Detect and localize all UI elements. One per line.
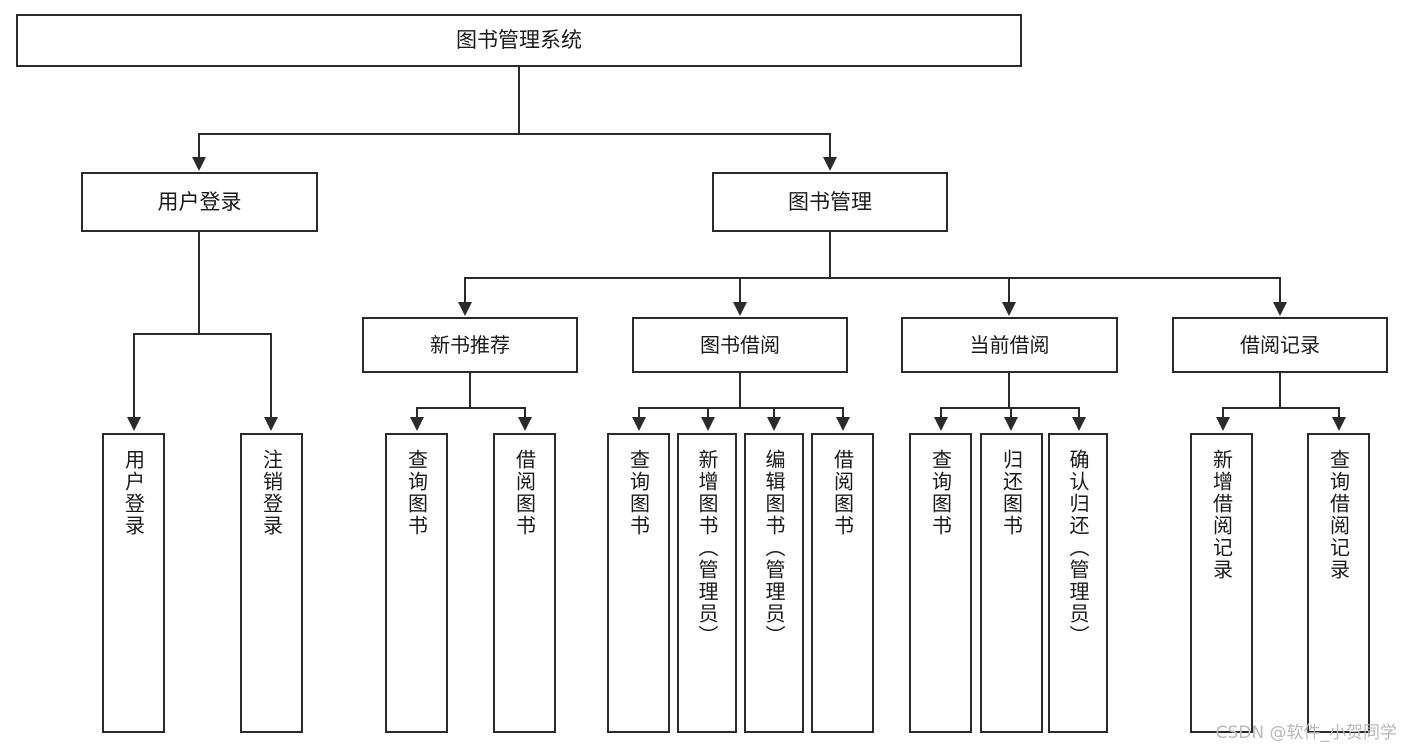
node-label: 图书借阅 xyxy=(700,332,780,357)
connector-nbr-child-2 xyxy=(524,407,526,418)
connector-bb-child-4 xyxy=(842,407,844,418)
node-label: 图书管理系统 xyxy=(456,28,582,53)
leaf-bb-edit-book-admin[interactable]: 编辑图书（管理员） xyxy=(744,433,804,733)
connector-to-leaf-user-login xyxy=(133,333,135,418)
connector-book-management-stem xyxy=(829,232,831,278)
connector-current-borrow-stem xyxy=(1008,373,1010,408)
connector-cb-child-2 xyxy=(1010,407,1012,418)
connector-br-child-1 xyxy=(1222,407,1224,418)
node-label: 借阅记录 xyxy=(1240,332,1320,357)
node-label: 用户登录 xyxy=(157,189,242,214)
arrowhead-nbr-child-2 xyxy=(518,417,532,431)
arrowhead-cb-child-3 xyxy=(1072,417,1086,431)
connector-new-book-recommend-stem xyxy=(469,373,471,408)
connector-book-borrow-bus xyxy=(638,407,844,409)
leaf-label: 借阅图书 xyxy=(830,449,855,537)
node-book-management[interactable]: 图书管理 xyxy=(712,172,948,232)
node-label: 当前借阅 xyxy=(969,332,1050,357)
arrowhead-borrow-record xyxy=(1273,302,1287,316)
arrowhead-current-borrow xyxy=(1002,302,1016,316)
leaf-label: 查询图书 xyxy=(626,449,651,537)
arrowhead-br-child-1 xyxy=(1216,417,1230,431)
connector-to-leaf-logout xyxy=(270,333,272,418)
leaf-br-add-record[interactable]: 新增借阅记录 xyxy=(1190,433,1253,733)
connector-to-new-book-recommend xyxy=(464,277,466,303)
arrowhead-bb-child-1 xyxy=(632,417,646,431)
arrowhead-new-book-recommend xyxy=(458,302,472,316)
leaf-cb-return-book[interactable]: 归还图书 xyxy=(980,433,1043,733)
connector-book-borrow-stem xyxy=(739,373,741,408)
leaf-label: 借阅图书 xyxy=(512,449,537,537)
arrowhead-cb-child-2 xyxy=(1004,417,1018,431)
node-user-login[interactable]: 用户登录 xyxy=(81,172,318,232)
connector-root-to-book-management xyxy=(829,133,831,158)
connector-cb-child-1 xyxy=(940,407,942,418)
connector-borrow-record-stem xyxy=(1279,373,1281,408)
connector-to-book-borrow xyxy=(739,277,741,303)
leaf-cb-query-book[interactable]: 查询图书 xyxy=(909,433,972,733)
connector-bb-child-2 xyxy=(707,407,709,418)
connector-to-borrow-record xyxy=(1279,277,1281,303)
node-new-book-recommend[interactable]: 新书推荐 xyxy=(362,317,578,373)
leaf-nbr-query-book[interactable]: 查询图书 xyxy=(385,433,448,733)
leaf-label: 用户登录 xyxy=(121,449,146,537)
leaf-label: 查询图书 xyxy=(404,449,429,537)
node-current-borrow[interactable]: 当前借阅 xyxy=(901,317,1118,373)
connector-bb-child-3 xyxy=(773,407,775,418)
connector-nbr-child-1 xyxy=(416,407,418,418)
arrowhead-bb-child-3 xyxy=(767,417,781,431)
arrowhead-user-login xyxy=(192,157,206,171)
arrowhead-bb-child-4 xyxy=(836,417,850,431)
leaf-label: 编辑图书（管理员） xyxy=(762,449,786,647)
leaf-br-query-record[interactable]: 查询借阅记录 xyxy=(1307,433,1370,733)
connector-new-book-recommend-bus xyxy=(416,407,526,409)
node-label: 新书推荐 xyxy=(430,332,510,357)
arrowhead-book-management xyxy=(823,157,837,171)
arrowhead-leaf-user-login xyxy=(127,417,141,431)
leaf-logout[interactable]: 注销登录 xyxy=(240,433,303,733)
leaf-bb-borrow-book[interactable]: 借阅图书 xyxy=(811,433,874,733)
arrowhead-br-child-2 xyxy=(1332,417,1346,431)
connector-to-current-borrow xyxy=(1008,277,1010,303)
leaf-label: 注销登录 xyxy=(259,449,284,537)
leaf-label: 查询借阅记录 xyxy=(1326,449,1351,581)
leaf-bb-add-book-admin[interactable]: 新增图书（管理员） xyxy=(677,433,737,733)
leaf-label: 查询图书 xyxy=(928,449,953,537)
connector-cb-child-3 xyxy=(1078,407,1080,418)
leaf-label: 确认归还（管理员） xyxy=(1066,449,1090,647)
connector-root-bus xyxy=(198,133,830,135)
connector-br-child-2 xyxy=(1338,407,1340,418)
arrowhead-leaf-logout xyxy=(264,417,278,431)
leaf-cb-confirm-return-admin[interactable]: 确认归还（管理员） xyxy=(1048,433,1108,733)
leaf-label: 归还图书 xyxy=(999,449,1024,537)
arrowhead-nbr-child-1 xyxy=(410,417,424,431)
node-root-book-management-system[interactable]: 图书管理系统 xyxy=(16,14,1022,67)
connector-user-login-bus xyxy=(133,333,272,335)
arrowhead-book-borrow xyxy=(733,302,747,316)
arrowhead-bb-child-2 xyxy=(701,417,715,431)
leaf-nbr-borrow-book[interactable]: 借阅图书 xyxy=(493,433,556,733)
arrowhead-cb-child-1 xyxy=(934,417,948,431)
leaf-bb-query-book[interactable]: 查询图书 xyxy=(607,433,670,733)
node-borrow-record[interactable]: 借阅记录 xyxy=(1172,317,1388,373)
connector-bb-child-1 xyxy=(638,407,640,418)
leaf-label: 新增借阅记录 xyxy=(1209,449,1234,581)
connector-borrow-record-bus xyxy=(1222,407,1340,409)
leaf-label: 新增图书（管理员） xyxy=(695,449,719,647)
connector-root-stem xyxy=(518,67,520,134)
node-book-borrow[interactable]: 图书借阅 xyxy=(632,317,848,373)
connector-book-management-bus xyxy=(464,277,1281,279)
leaf-user-login[interactable]: 用户登录 xyxy=(102,433,165,733)
connector-user-login-stem xyxy=(198,232,200,334)
connector-root-to-user-login xyxy=(198,133,200,158)
node-label: 图书管理 xyxy=(788,189,872,214)
